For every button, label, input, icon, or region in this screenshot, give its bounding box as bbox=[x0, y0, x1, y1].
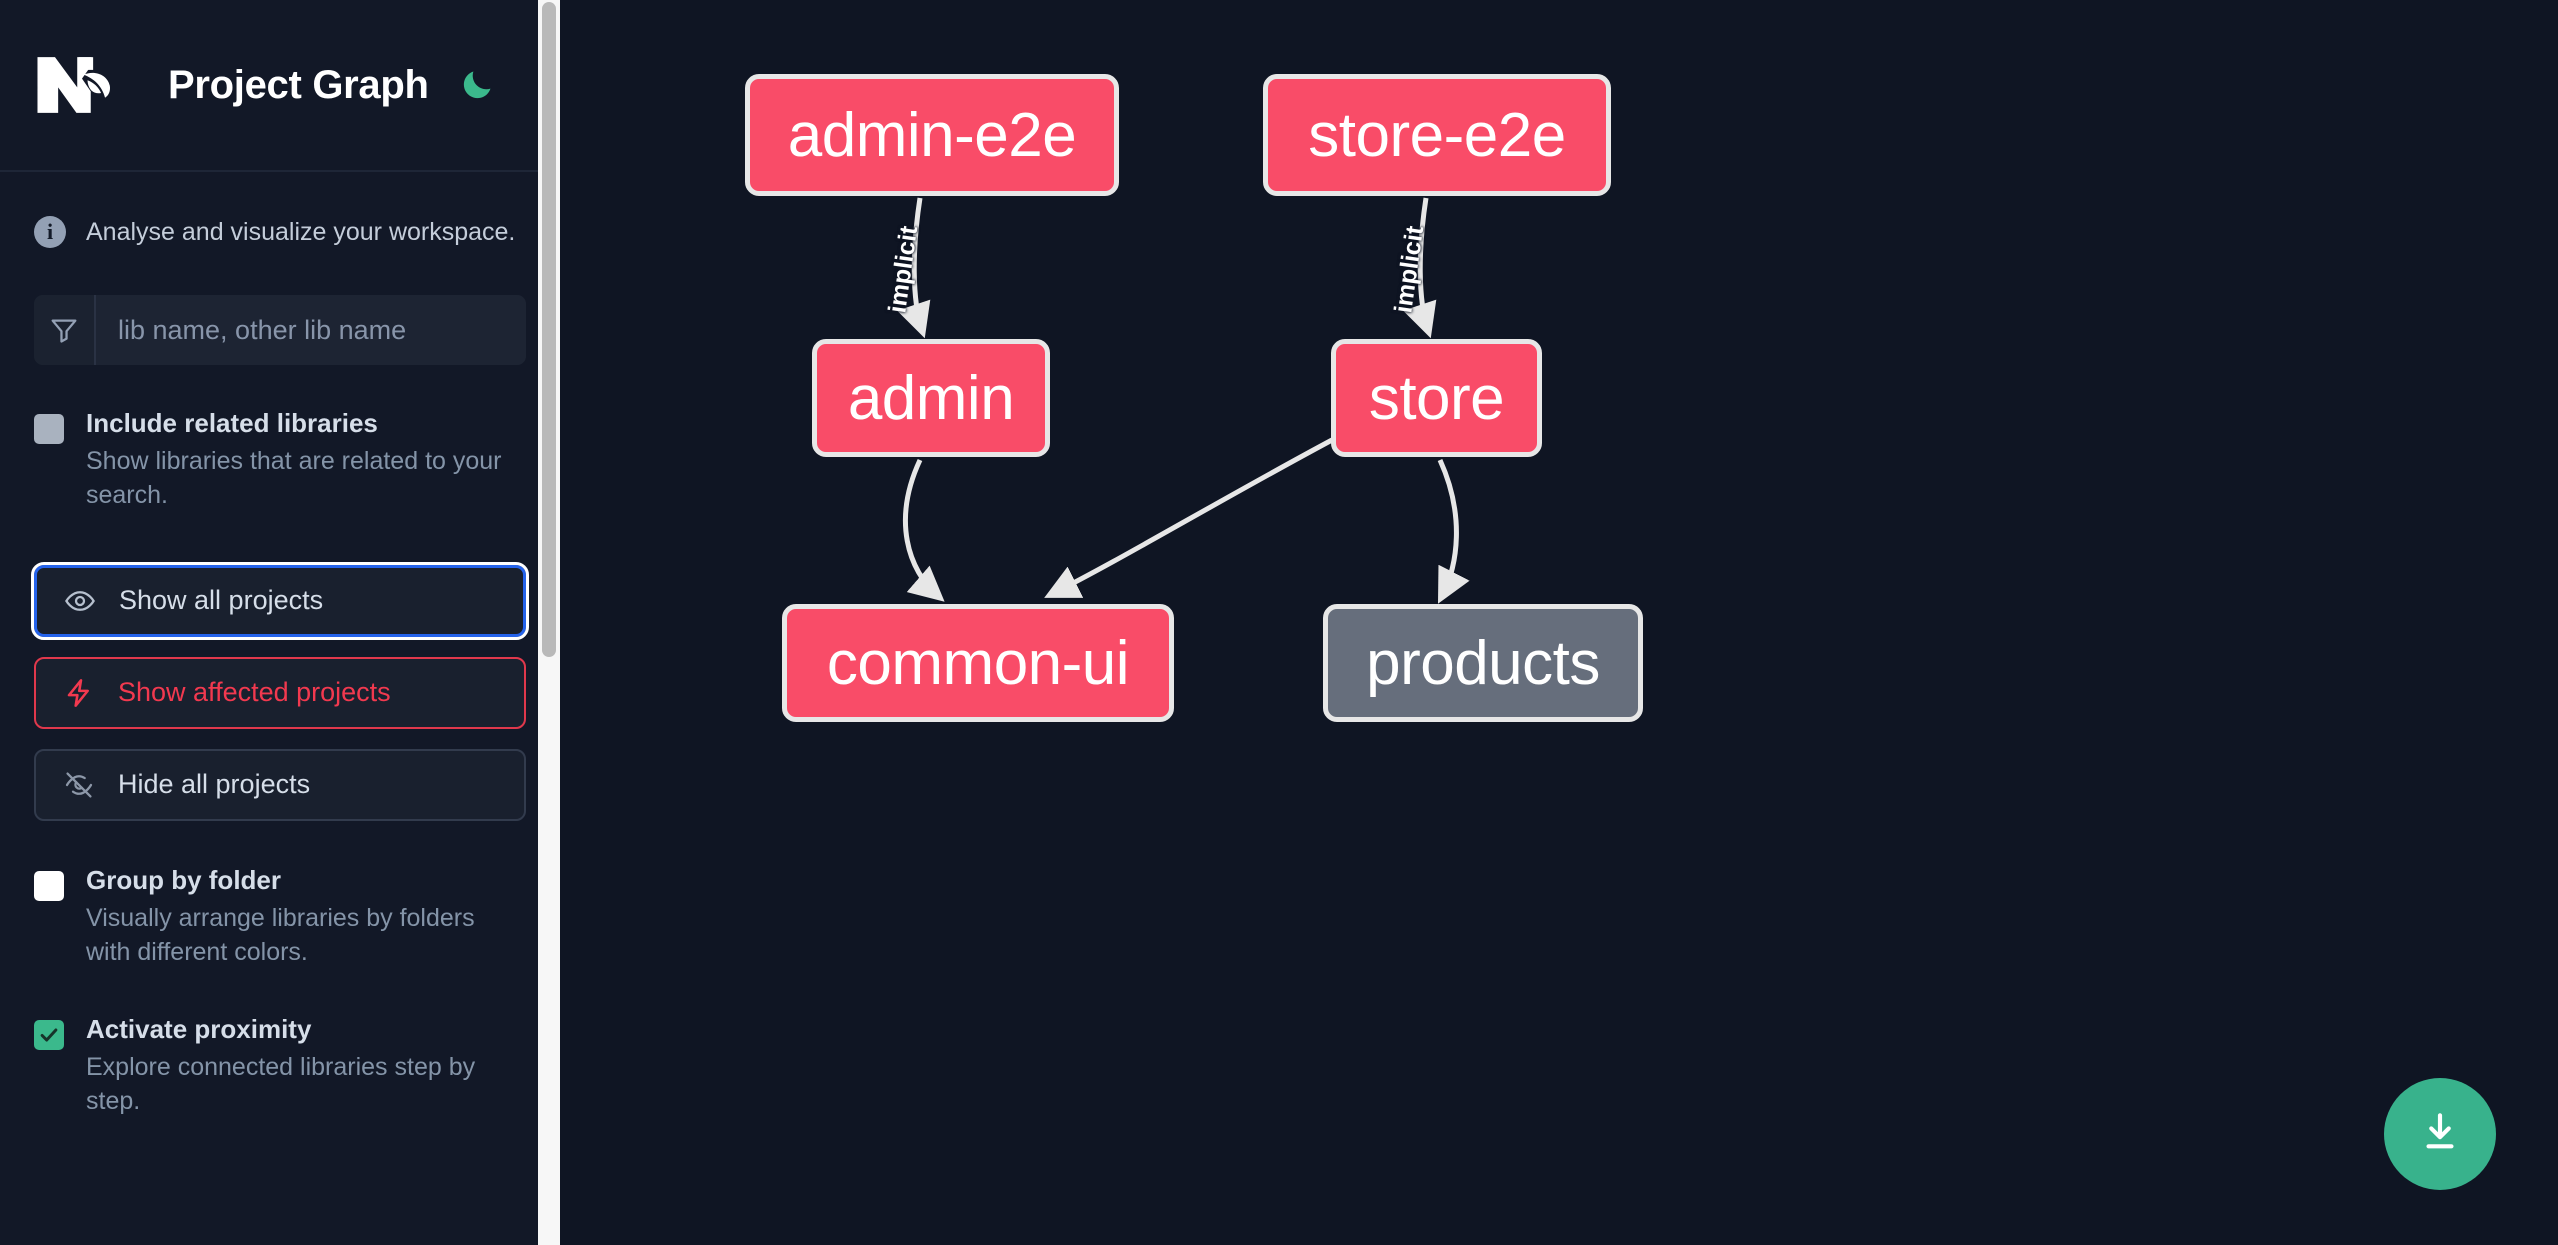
checkbox-activate-proximity[interactable] bbox=[34, 1019, 64, 1050]
option-activate-proximity[interactable]: Activate proximity Explore connected lib… bbox=[34, 1013, 526, 1119]
graph-node-store-e2e[interactable]: store-e2e bbox=[1263, 74, 1611, 196]
eye-off-icon bbox=[62, 768, 96, 802]
option-description: Visually arrange libraries by folders wi… bbox=[86, 903, 475, 967]
show-affected-projects-button[interactable]: Show affected projects bbox=[34, 656, 526, 729]
graph-node-products[interactable]: products bbox=[1323, 604, 1643, 722]
node-label: store bbox=[1368, 363, 1505, 433]
button-label: Hide all projects bbox=[118, 769, 311, 800]
search-input[interactable] bbox=[96, 295, 526, 365]
edge-admin-to-common-ui bbox=[903, 458, 945, 602]
button-label: Show affected projects bbox=[118, 677, 391, 708]
option-title: Activate proximity bbox=[86, 1013, 312, 1044]
node-label: common-ui bbox=[826, 628, 1130, 698]
nx-logo-icon bbox=[34, 54, 130, 116]
graph-canvas[interactable]: admin-e2e store-e2e admin store common-u… bbox=[560, 0, 2558, 1245]
edge-label-admin-implicit: implicit bbox=[883, 224, 924, 315]
node-label: store-e2e bbox=[1308, 100, 1566, 170]
filter-funnel-icon bbox=[34, 295, 96, 365]
page-title: Project Graph bbox=[168, 62, 429, 107]
graph-node-common-ui[interactable]: common-ui bbox=[782, 604, 1174, 722]
option-description: Show libraries that are related to your … bbox=[86, 446, 502, 510]
download-icon bbox=[2415, 1108, 2465, 1161]
eye-icon bbox=[63, 584, 97, 618]
sidebar: Project Graph i Analyse and visualize yo… bbox=[0, 0, 560, 1245]
tagline-text: Analyse and visualize your workspace. bbox=[86, 217, 516, 246]
option-description: Explore connected libraries step by step… bbox=[86, 1052, 476, 1116]
moon-icon[interactable] bbox=[455, 63, 499, 107]
node-label: products bbox=[1366, 628, 1600, 698]
node-label: admin-e2e bbox=[787, 100, 1077, 170]
lightning-icon bbox=[62, 676, 96, 710]
download-graph-button[interactable] bbox=[2384, 1078, 2496, 1190]
option-title: Include related libraries bbox=[86, 408, 378, 438]
option-group-by-folder[interactable]: Group by folder Visually arrange librari… bbox=[34, 864, 526, 970]
sidebar-scrollbar-thumb[interactable] bbox=[542, 2, 556, 657]
option-include-related-libraries[interactable]: Include related libraries Show libraries… bbox=[34, 408, 526, 513]
checkbox-include-related-libraries[interactable] bbox=[34, 414, 64, 444]
hide-all-projects-button[interactable]: Hide all projects bbox=[34, 748, 526, 821]
filter-search-box bbox=[34, 295, 526, 365]
graph-node-admin[interactable]: admin bbox=[812, 339, 1050, 457]
graph-node-store[interactable]: store bbox=[1331, 339, 1542, 457]
show-all-projects-button[interactable]: Show all projects bbox=[31, 561, 529, 640]
graph-node-admin-e2e[interactable]: admin-e2e bbox=[745, 74, 1119, 196]
sidebar-header: Project Graph bbox=[0, 0, 560, 172]
checkbox-group-by-folder[interactable] bbox=[34, 870, 64, 901]
tagline-row: i Analyse and visualize your workspace. bbox=[34, 172, 526, 248]
button-label: Show all projects bbox=[119, 585, 324, 616]
projects-button-group: Show all projects Show affected projects bbox=[31, 561, 529, 821]
node-label: admin bbox=[847, 363, 1015, 433]
edge-store-to-products bbox=[1437, 458, 1470, 604]
edge-label-store-implicit: implicit bbox=[1389, 224, 1430, 315]
option-title: Group by folder bbox=[86, 864, 281, 895]
sidebar-scrollbar[interactable] bbox=[538, 0, 560, 1245]
sidebar-body: i Analyse and visualize your workspace. … bbox=[0, 172, 560, 1119]
info-icon: i bbox=[34, 216, 66, 248]
edge-store-to-common-ui bbox=[1044, 437, 1334, 598]
